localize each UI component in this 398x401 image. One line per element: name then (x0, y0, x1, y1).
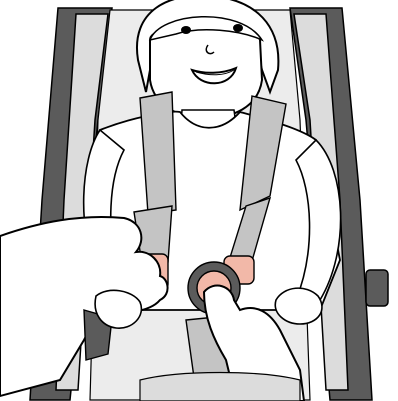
eye-left (181, 26, 191, 34)
child-hand-left (95, 290, 141, 328)
side-clip-right (366, 270, 388, 306)
seat-base (140, 373, 300, 401)
child-hand-right (275, 288, 322, 324)
eye-right (233, 24, 243, 32)
